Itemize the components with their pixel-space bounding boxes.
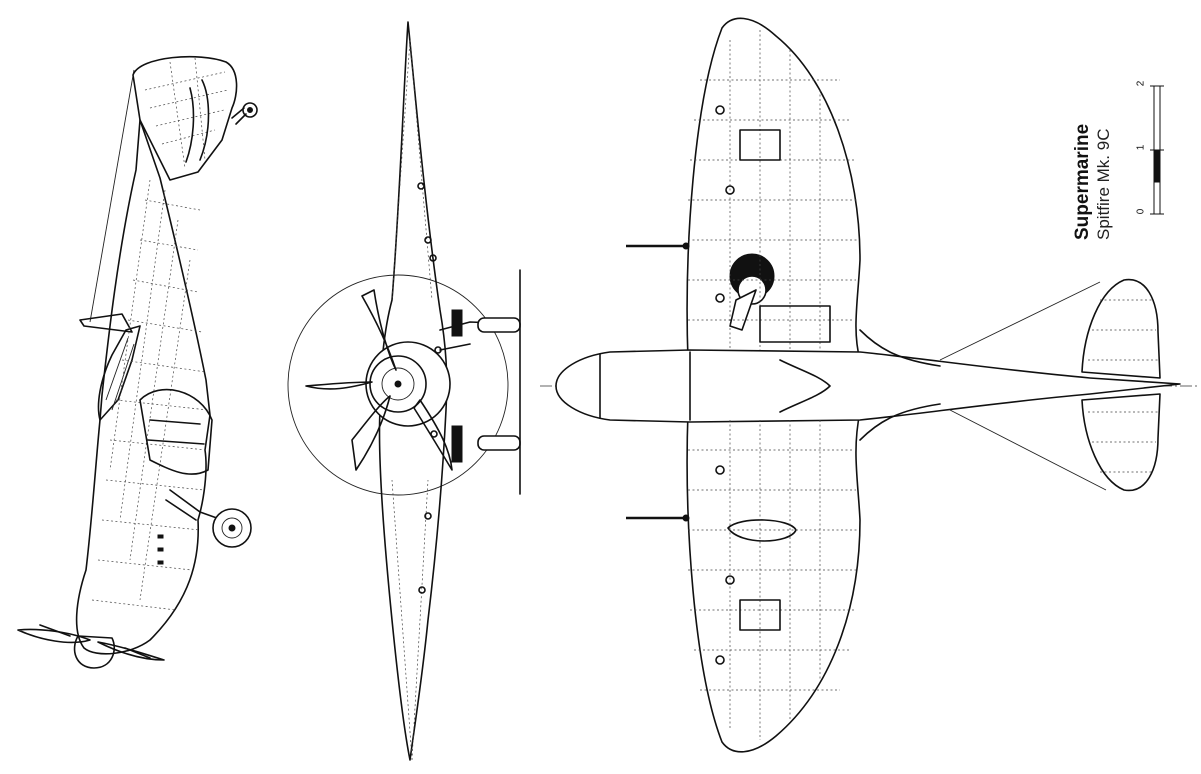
scale-bar bbox=[1150, 85, 1164, 215]
tailplane-edge bbox=[79, 313, 133, 333]
fin-panel-lines bbox=[144, 57, 229, 169]
propeller-blades bbox=[17, 628, 165, 661]
antenna-wire bbox=[89, 69, 135, 323]
top-tailplane bbox=[1081, 278, 1161, 492]
front-view bbox=[287, 21, 521, 761]
top-view bbox=[540, 17, 1200, 753]
tail-wheel bbox=[242, 102, 258, 118]
tail-fin bbox=[132, 55, 238, 181]
manufacturer-title: Supermarine bbox=[1072, 123, 1093, 240]
side-fuselage bbox=[75, 119, 211, 655]
exhaust-stacks bbox=[157, 534, 164, 565]
propeller-disc bbox=[287, 274, 509, 496]
title-block: Supermarine Spitfire Mk. 9C bbox=[1072, 40, 1201, 240]
top-wing-details bbox=[715, 105, 831, 665]
side-panel-lines bbox=[91, 179, 209, 611]
canopy bbox=[97, 325, 141, 421]
cannons bbox=[626, 242, 690, 522]
model-subtitle: Spitfire Mk. 9C bbox=[1094, 128, 1113, 240]
top-fuselage bbox=[555, 349, 1181, 423]
wing-root bbox=[139, 388, 213, 475]
front-wheel-top bbox=[477, 317, 521, 333]
front-propeller bbox=[305, 289, 453, 471]
front-wing bbox=[378, 21, 448, 761]
side-view bbox=[17, 55, 258, 669]
front-wheel-bottom bbox=[477, 435, 521, 451]
radiator-bottom bbox=[727, 519, 797, 542]
